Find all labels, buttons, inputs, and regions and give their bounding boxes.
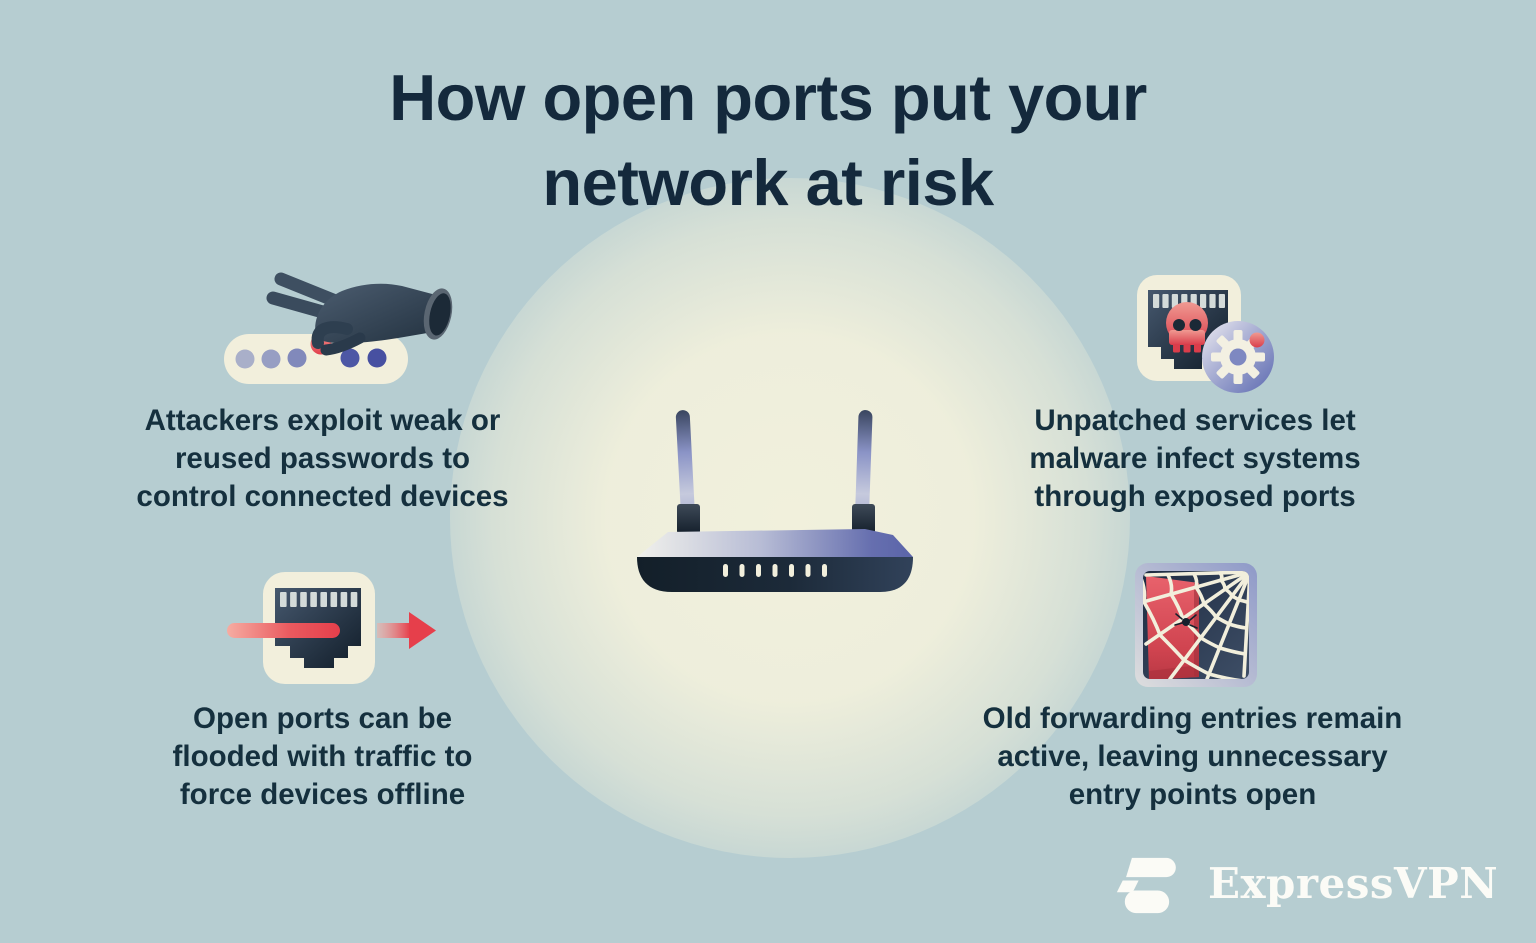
caption-port-flooding: Open ports can be flooded with traffic t… xyxy=(115,700,530,814)
port-pins xyxy=(1153,294,1225,308)
caption-line: entry points open xyxy=(1068,778,1317,811)
router-antenna-right xyxy=(852,410,875,534)
brand-name: ExpressVPN xyxy=(1208,858,1499,908)
alert-dot xyxy=(1249,332,1265,348)
caption-line: force devices offline xyxy=(179,778,466,811)
ethernet-port-skull-gear-icon xyxy=(1137,275,1274,393)
cobweb xyxy=(1143,571,1249,679)
expressvpn-logo: ExpressVPN xyxy=(1106,851,1498,915)
caption-unpatched-services: Unpatched services let malware infect sy… xyxy=(980,402,1410,516)
spider-icon xyxy=(1174,613,1198,629)
caption-line: through exposed ports xyxy=(1034,480,1356,513)
wifi-router-illustration xyxy=(637,410,913,592)
expressvpn-logomark-icon xyxy=(1116,857,1176,914)
traffic-arrow xyxy=(227,612,436,649)
caption-line: control connected devices xyxy=(136,480,509,513)
caption-line: flooded with traffic to xyxy=(172,740,473,773)
port-pins xyxy=(280,592,358,607)
caption-line: Old forwarding entries remain xyxy=(982,702,1403,735)
caption-line: malware infect systems xyxy=(1029,442,1361,475)
caption-stale-forwarding: Old forwarding entries remain active, le… xyxy=(935,700,1450,814)
router-top-face xyxy=(637,529,913,557)
router-antenna-left xyxy=(675,410,700,534)
password-pill xyxy=(224,334,408,384)
title-line: network at risk xyxy=(542,146,994,219)
ethernet-port-flood-arrow-icon xyxy=(227,572,436,684)
router-led-lights xyxy=(723,564,827,577)
malware-skull-icon xyxy=(1166,302,1208,353)
attacker-hand xyxy=(266,272,453,356)
caption-line: Open ports can be xyxy=(193,702,452,735)
password-dot xyxy=(367,348,387,368)
page-title: How open ports put your network at risk xyxy=(0,55,1536,225)
caption-line: active, leaving unnecessary xyxy=(997,740,1388,773)
caption-line: reused passwords to xyxy=(174,442,471,475)
service-gear-icon xyxy=(1202,321,1274,393)
password-dot xyxy=(261,349,281,369)
caption-weak-passwords: Attackers exploit weak or reused passwor… xyxy=(90,402,555,516)
password-dot xyxy=(287,348,307,368)
password-dot xyxy=(340,348,360,368)
title-line: How open ports put your xyxy=(389,61,1147,134)
caption-line: Unpatched services let xyxy=(1034,404,1356,437)
hand-stealing-password-dot-icon xyxy=(224,272,453,384)
caption-line: Attackers exploit weak or xyxy=(144,404,501,437)
cobweb-open-door-icon xyxy=(1135,563,1257,687)
password-dot xyxy=(235,349,255,369)
